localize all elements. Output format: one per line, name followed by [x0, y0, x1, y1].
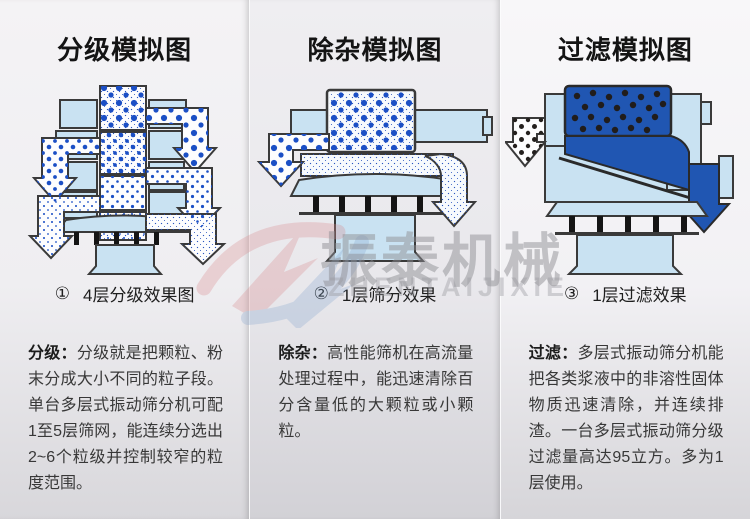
impurity-diagram [250, 84, 499, 280]
classification-sieve-illustration [27, 85, 227, 275]
filtration-sieve-illustration [505, 84, 735, 275]
circled-number-3: ③ [563, 283, 580, 303]
classification-title: 分级模拟图 [57, 35, 193, 65]
impurity-caption: ② 1层筛分效果 [250, 281, 499, 306]
impurity-title: 除杂模拟图 [307, 35, 443, 65]
impurity-desc-text: 高性能筛机在高流量处理过程中，能迅速清除百分含量低的大颗粒或小颗粒。 [278, 345, 474, 440]
column-impurity-removal: 除杂模拟图 [249, 0, 500, 519]
filtration-caption: ③ 1层过滤效果 [501, 281, 750, 306]
classification-caption-text: 4层分级效果图 [83, 286, 195, 305]
impurity-description: 除杂：高性能筛机在高流量处理过程中，能迅速清除百分含量低的大颗粒或小颗粒。 [278, 341, 473, 445]
classification-term: 分级： [28, 345, 77, 362]
filtration-term: 过滤： [528, 345, 578, 362]
impurity-sieve-illustration [256, 88, 493, 262]
classification-caption: ① 4层分级效果图 [0, 281, 249, 306]
circled-number-1: ① [54, 283, 71, 303]
filtration-caption-text: 1层过滤效果 [592, 286, 687, 305]
filtration-title: 过滤模拟图 [557, 35, 693, 65]
column-filtration: 过滤模拟图 [499, 0, 750, 519]
filtration-description: 过滤：多层式振动筛分机能把各类浆液中的非溶性固体物质迅速清除，并连续排渣。一台多… [529, 341, 724, 497]
impurity-caption-text: 1层筛分效果 [341, 286, 437, 305]
classification-description: 分级：分级就是把颗粒、粉末分成大小不同的粒子段。单台多层式振动筛分机可配1至5层… [28, 341, 223, 497]
classification-desc-text: 分级就是把颗粒、粉末分成大小不同的粒子段。单台多层式振动筛分机可配1至5层筛网，… [28, 345, 223, 492]
classification-diagram [0, 84, 249, 280]
filtration-desc-text: 多层式振动筛分机能把各类浆液中的非溶性固体物质迅速清除，并连续排渣。一台多层式振… [528, 345, 724, 492]
impurity-term: 除杂： [278, 345, 328, 362]
column-classification: 分级模拟图 [0, 0, 250, 519]
filtration-diagram [501, 84, 750, 280]
circled-number-2: ② [313, 283, 329, 303]
